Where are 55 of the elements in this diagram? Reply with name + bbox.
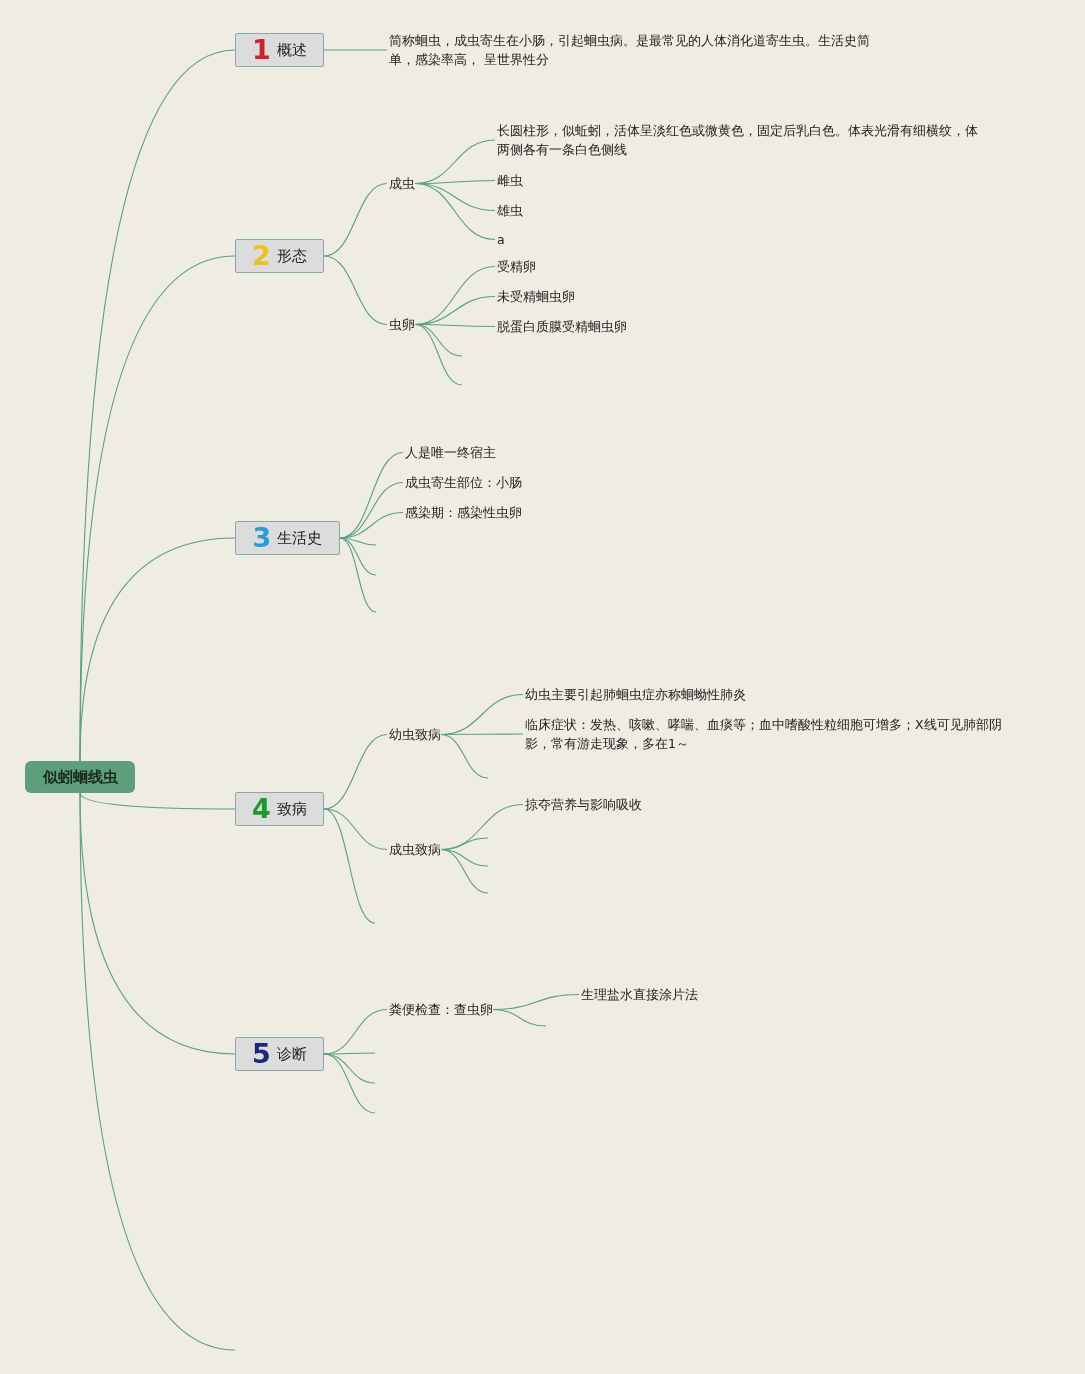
topic-label: 生活史	[277, 528, 323, 548]
branch-line	[339, 537, 377, 613]
topic-number: 3	[252, 523, 272, 553]
topic-number: 5	[252, 1039, 271, 1069]
topic-number: 1	[252, 35, 271, 65]
branch-text: 虫卵	[387, 315, 415, 334]
topic-number: 2	[252, 241, 271, 271]
root-topic: 似蚓蛔线虫	[25, 761, 135, 793]
branch-text: 幼虫致病	[387, 725, 441, 744]
branch-text: 雌虫	[495, 171, 523, 190]
topic-box	[235, 792, 324, 826]
branch-line	[323, 1052, 376, 1055]
topic-box	[235, 33, 324, 67]
branch-line	[79, 537, 236, 762]
topic-label: 概述	[276, 40, 307, 60]
branch-text: 成虫	[387, 174, 415, 193]
branch-line	[323, 1053, 376, 1114]
topic-number: 4	[252, 794, 271, 824]
topic-label: 诊断	[276, 1044, 307, 1064]
branch-line	[339, 511, 404, 539]
branch-text: 粪便检查：查虫卵	[387, 1000, 493, 1019]
branch-text: 幼虫主要引起肺蛔虫症亦称蛔蚴性肺炎	[523, 685, 746, 704]
branch-text: 人是唯一终宿主	[403, 443, 496, 462]
branch-line	[79, 792, 236, 810]
branch-text: 成虫寄生部位：小肠	[403, 473, 522, 492]
branch-text: 简称蛔虫，成虫寄生在小肠，引起蛔虫病。是最常见的人体消化道寄生虫。生活史简单，感染率高， 呈世界性分	[387, 31, 887, 69]
branch-line	[323, 808, 388, 851]
branch-line	[79, 792, 236, 1351]
branch-text: 生理盐水直接涂片法	[579, 985, 698, 1004]
branch-line	[492, 1008, 547, 1027]
topic-label: 致病	[276, 799, 307, 819]
branch-text: 成虫致病	[387, 840, 441, 859]
branch-text: 感染期：感染性虫卵	[403, 503, 522, 522]
topic-box	[235, 1037, 324, 1071]
branch-text: 脱蛋白质膜受精蛔虫卵	[495, 317, 627, 336]
branch-line	[414, 323, 463, 386]
branch-text: 雄虫	[495, 201, 523, 220]
branch-text: 长圆柱形，似蚯蚓，活体呈淡红色或微黄色，固定后乳白色。体表光滑有细横纹，体两侧各有一条白色侧线	[495, 121, 985, 159]
topic-box	[235, 239, 324, 273]
branch-text: 受精卵	[495, 257, 536, 276]
branch-text: 掠夺营养与影响吸收	[523, 795, 642, 814]
branch-text: a	[495, 230, 505, 249]
branch-line	[323, 808, 376, 924]
branch-line	[414, 182, 496, 241]
branch-line	[323, 182, 388, 257]
branch-text: 未受精蛔虫卵	[495, 287, 575, 306]
branch-line	[323, 1053, 376, 1084]
branch-line	[323, 49, 388, 51]
branch-line	[440, 848, 489, 894]
topic-box	[235, 521, 340, 555]
topic-label: 形态	[276, 246, 307, 266]
branch-text: 临床症状：发热、咳嗽、哮喘、血痰等；血中嗜酸性粒细胞可增多；X线可见肺部阴影，常有游走现象，多在1～	[523, 715, 1023, 753]
branch-line	[323, 733, 388, 810]
branch-line	[440, 733, 489, 779]
branch-line	[323, 255, 388, 326]
